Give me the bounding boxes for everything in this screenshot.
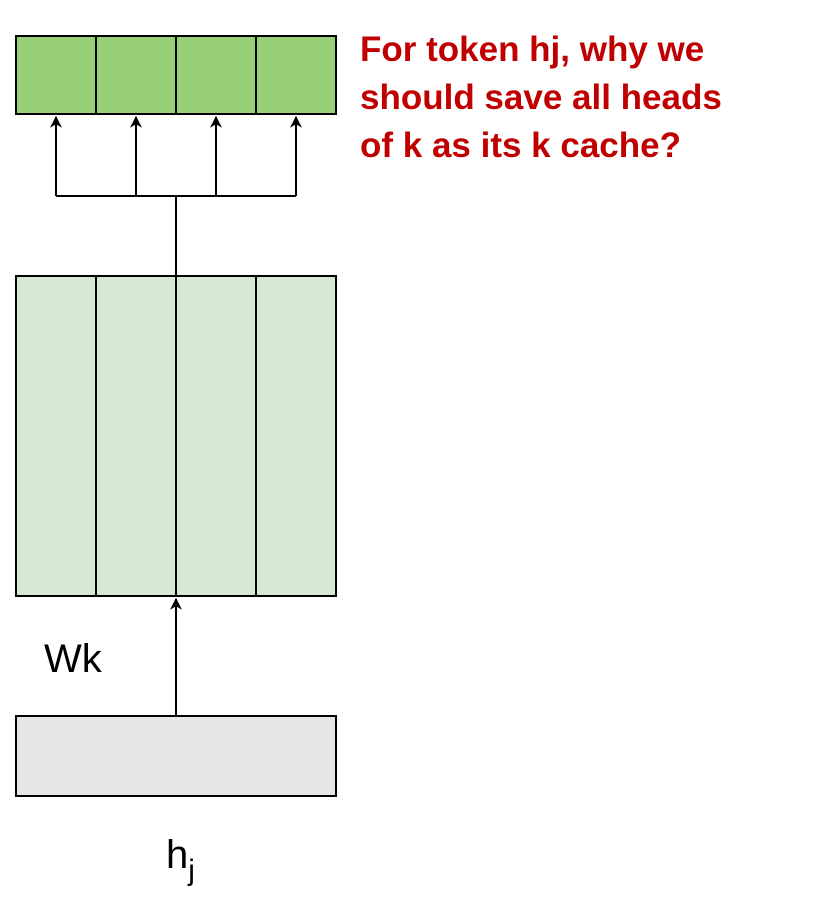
k-heads-output <box>15 35 337 115</box>
hj-label-subscript: j <box>187 854 195 887</box>
k-head-cell-1 <box>15 35 97 115</box>
k-head-cell-3 <box>175 35 257 115</box>
question-line-3: of k as its k cache? <box>360 126 681 165</box>
hj-label: hj <box>166 833 195 887</box>
wk-weight-matrix <box>15 275 337 597</box>
wk-label: Wk <box>44 637 103 681</box>
question-line-1: For token hj, why we <box>360 30 705 69</box>
head-split-connector <box>50 115 302 276</box>
wk-column-3 <box>175 275 257 597</box>
k-head-cell-4 <box>255 35 337 115</box>
wk-column-4 <box>255 275 337 597</box>
question-text: For token hj, why we should save all hea… <box>360 26 800 170</box>
wk-column-2 <box>95 275 177 597</box>
wk-column-1 <box>15 275 97 597</box>
k-head-cell-2 <box>95 35 177 115</box>
hj-label-base: h <box>166 833 188 877</box>
question-line-2: should save all heads <box>360 78 722 117</box>
input-vector-hj <box>15 715 337 797</box>
